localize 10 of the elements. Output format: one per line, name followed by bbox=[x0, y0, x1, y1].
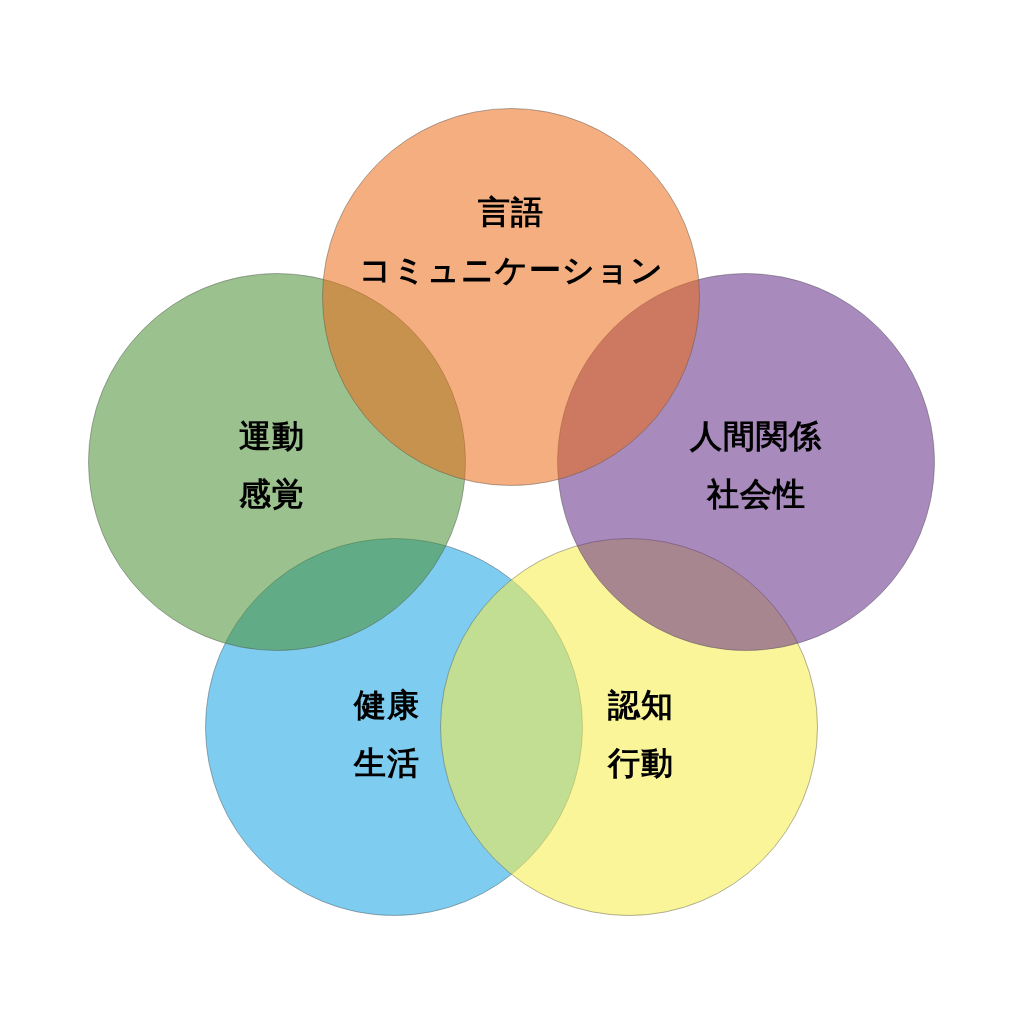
category-label: 言語 bbox=[478, 193, 544, 231]
category-label: コミュニケーション bbox=[358, 251, 664, 289]
category-label: 行動 bbox=[608, 744, 674, 782]
category-label: 健康 bbox=[354, 686, 420, 724]
category-label: 感覚 bbox=[239, 475, 305, 513]
category-label: 運動 bbox=[239, 417, 305, 455]
category-label: 人間関係 bbox=[690, 417, 822, 455]
category-label: 認知 bbox=[608, 686, 674, 724]
category-label: 生活 bbox=[354, 744, 420, 782]
category-label: 社会性 bbox=[706, 475, 806, 513]
